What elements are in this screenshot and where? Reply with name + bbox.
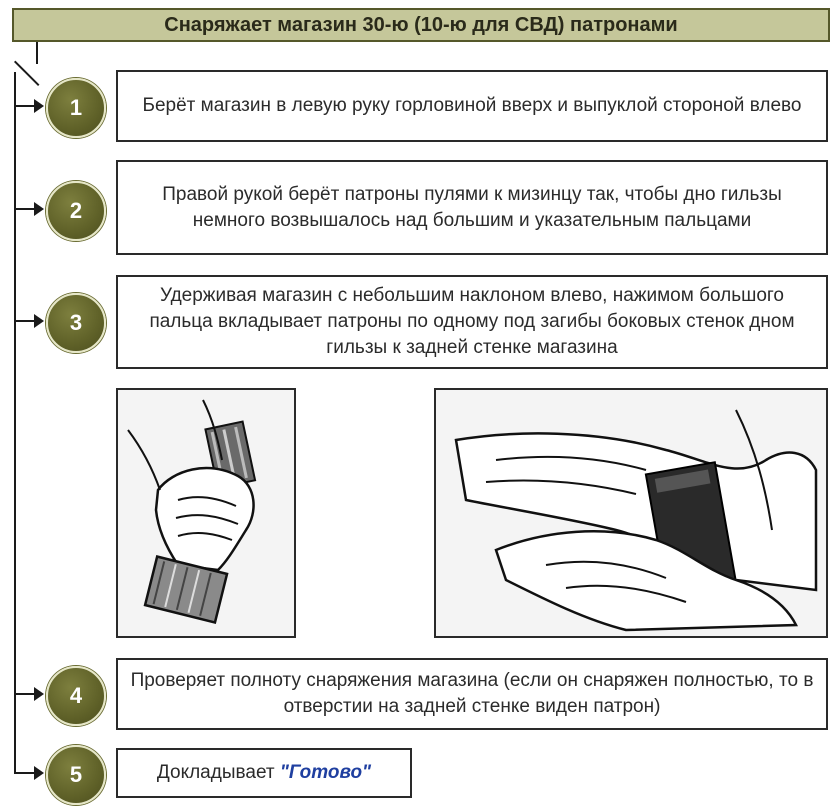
step-5-circle: 5 xyxy=(46,745,106,805)
connector-main-vertical xyxy=(14,72,16,772)
connector-top-vertical xyxy=(36,42,38,64)
arrow-5 xyxy=(34,766,44,780)
loading-hands-drawing xyxy=(436,390,826,636)
step-3-box: Удерживая магазин с небольшим наклоном в… xyxy=(116,275,828,369)
step-3-circle: 3 xyxy=(46,293,106,353)
step-4-text: Проверяет полноту снаряжения магазина (е… xyxy=(130,670,814,717)
step-4-circle: 4 xyxy=(46,666,106,726)
step-1-box: Берёт магазин в левую руку горловиной вв… xyxy=(116,70,828,142)
step-1-circle: 1 xyxy=(46,78,106,138)
step-4-number: 4 xyxy=(69,683,83,708)
step-1-text: Берёт магазин в левую руку горловиной вв… xyxy=(142,95,802,116)
step-5-text: Докладывает "Готово" xyxy=(157,760,371,786)
branch-line-3 xyxy=(14,320,36,322)
branch-line-5 xyxy=(14,772,36,774)
step-3-text: Удерживая магазин с небольшим наклоном в… xyxy=(149,285,795,358)
arrow-2 xyxy=(34,202,44,216)
diagram-title: Снаряжает магазин 30-ю (10-ю для СВД) па… xyxy=(12,8,830,42)
step-5-box: Докладывает "Готово" xyxy=(116,748,412,798)
arrow-4 xyxy=(34,687,44,701)
step-3-number: 3 xyxy=(69,310,83,335)
step-2-text: Правой рукой берёт патроны пулями к мизи… xyxy=(162,183,782,231)
illustration-loading-cartridges xyxy=(434,388,828,638)
step-5-answer: "Готово" xyxy=(279,762,372,783)
step-5-label: Докладывает xyxy=(156,762,280,783)
branch-line-4 xyxy=(14,693,36,695)
step-5-number: 5 xyxy=(69,762,83,787)
step-1-number: 1 xyxy=(69,95,83,120)
step-2-box: Правой рукой берёт патроны пулями к мизи… xyxy=(116,160,828,255)
illustration-hand-holding-magazine xyxy=(116,388,296,638)
title-text: Снаряжает магазин 30-ю (10-ю для СВД) па… xyxy=(164,13,678,36)
step-2-circle: 2 xyxy=(46,181,106,241)
branch-line-2 xyxy=(14,208,36,210)
step-4-box: Проверяет полноту снаряжения магазина (е… xyxy=(116,658,828,730)
hand-magazine-drawing xyxy=(118,390,294,636)
step-2-number: 2 xyxy=(69,198,83,223)
connector-diagonal xyxy=(14,60,40,87)
arrow-1 xyxy=(34,99,44,113)
branch-line-1 xyxy=(14,105,36,107)
arrow-3 xyxy=(34,314,44,328)
